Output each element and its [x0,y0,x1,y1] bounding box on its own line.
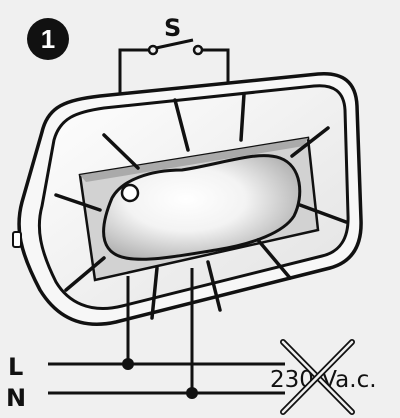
step-badge: 1 [27,18,69,60]
line-junction-dot [122,358,134,370]
line-label: L [8,353,23,381]
switch-symbol-icon [118,38,230,110]
housing-back-shading [80,138,308,182]
lamp-indicator-icon [120,183,140,203]
mains-wiring [48,268,285,395]
step-circle-icon [27,18,69,60]
lamp-diffuser [102,154,302,261]
switch-label: S [164,14,181,42]
step-number: 1 [41,24,55,54]
side-clip [12,231,22,248]
wall-lamp [12,72,363,326]
neutral-label: N [6,384,26,412]
neutral-junction-dot [186,387,198,399]
cross-out-icon [280,339,355,415]
lamp-clip-lines [54,92,348,320]
